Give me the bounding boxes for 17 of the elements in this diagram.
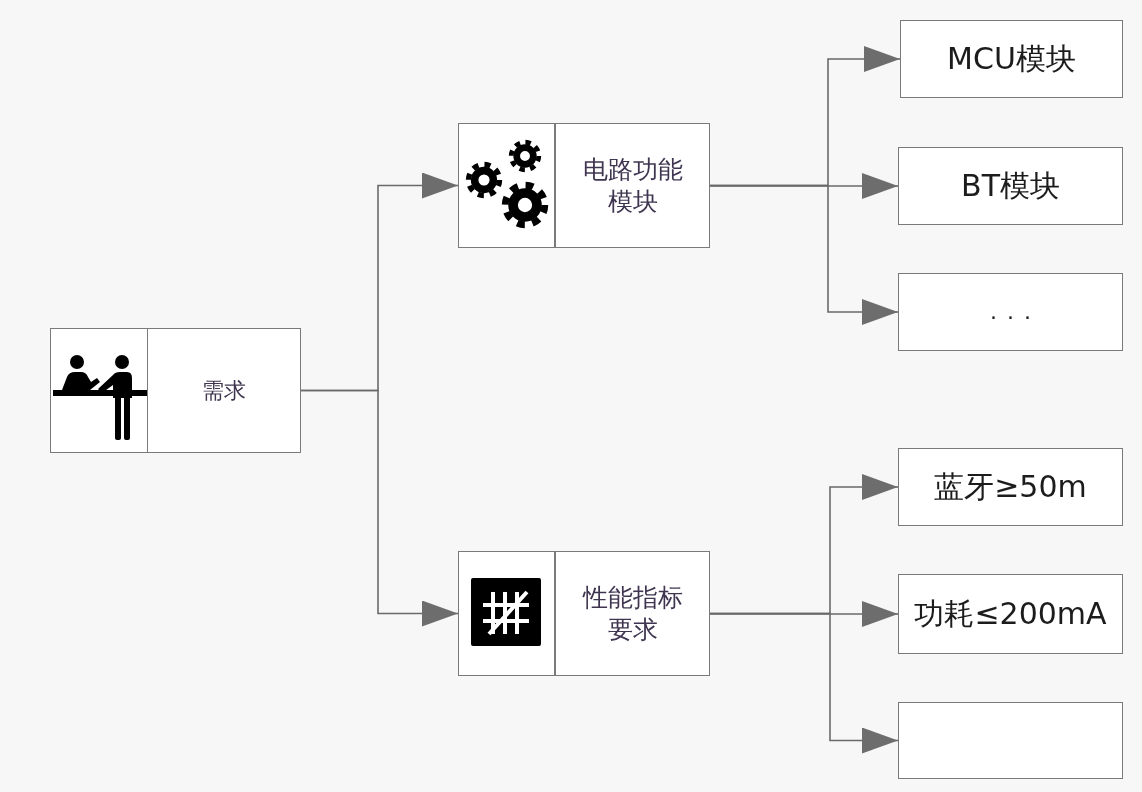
box-label: 需求 — [202, 376, 246, 405]
process-box: 蓝牙≥50m — [898, 448, 1123, 526]
process-box — [458, 123, 710, 248]
arrow — [709, 184, 899, 325]
box-label: 性能指标要求 — [581, 582, 684, 645]
process-box: 功耗≤200mA — [898, 574, 1123, 654]
arrow — [300, 389, 459, 627]
process-box: BT模块 — [898, 147, 1123, 225]
process-box — [50, 328, 301, 453]
process-box — [458, 551, 710, 676]
arrow — [709, 612, 899, 754]
arrow — [709, 173, 899, 199]
arrow — [709, 601, 899, 627]
process-box: MCU模块 — [900, 20, 1123, 98]
process-box: ... — [898, 273, 1123, 351]
box-label: 电路功能模块 — [581, 154, 684, 217]
empty-box — [898, 702, 1123, 779]
